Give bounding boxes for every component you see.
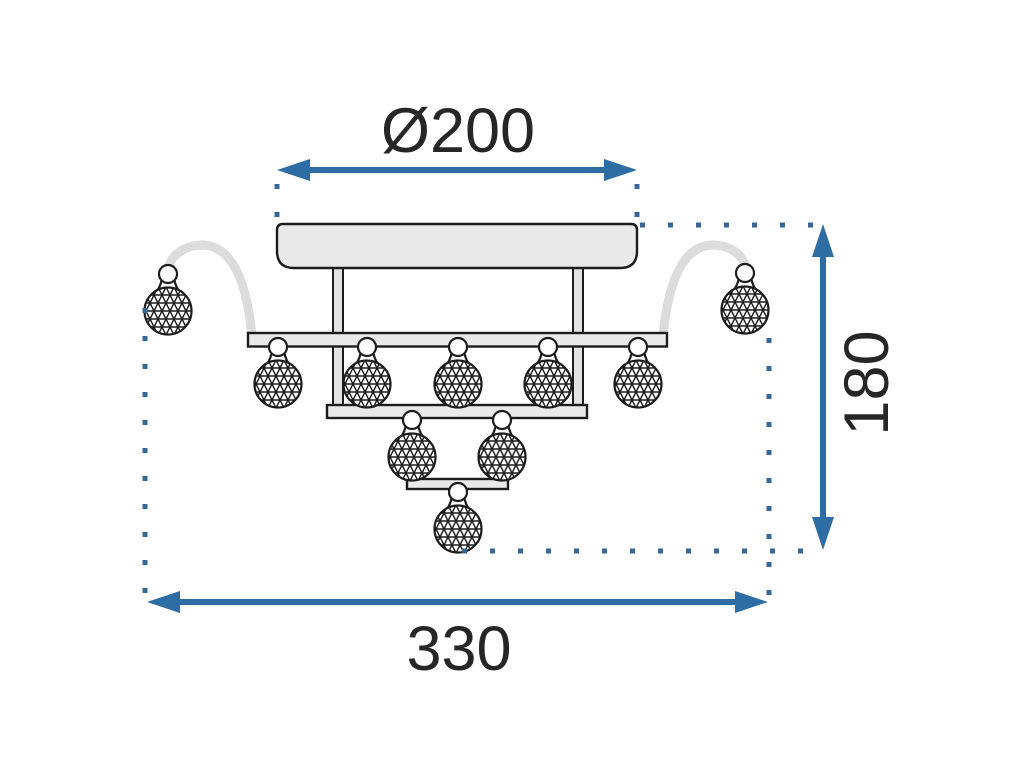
width-label: 330	[406, 614, 511, 684]
extent-dotted-lines	[142, 184, 816, 607]
diameter-arrowhead-right	[604, 159, 637, 181]
diameter-arrowhead-left	[277, 159, 310, 181]
crystal-pendant-right	[711, 264, 783, 334]
ceiling-canopy	[275, 222, 639, 270]
dimension-width: 330	[147, 591, 768, 684]
diameter-label: Ø200	[381, 96, 535, 166]
crystal-pendant	[424, 338, 496, 408]
crystal-pendant	[378, 411, 450, 481]
crystal-pendant	[468, 411, 540, 481]
height-arrowhead-top	[812, 224, 834, 257]
dimension-height: 180	[812, 224, 902, 550]
height-label: 180	[832, 330, 902, 435]
right-arm	[658, 240, 750, 341]
crystal-pendant-left	[134, 265, 206, 335]
ceiling-lamp-drawing	[134, 222, 783, 553]
width-arrowhead-right	[735, 591, 768, 613]
crystal-pendant	[244, 338, 316, 408]
crystal-pendant	[604, 338, 676, 408]
width-arrowhead-left	[147, 591, 180, 613]
crystal-pendant-bottom	[424, 483, 496, 553]
height-arrowhead-bottom	[812, 517, 834, 550]
dimension-diameter: Ø200	[277, 96, 637, 181]
left-arm	[164, 240, 257, 341]
